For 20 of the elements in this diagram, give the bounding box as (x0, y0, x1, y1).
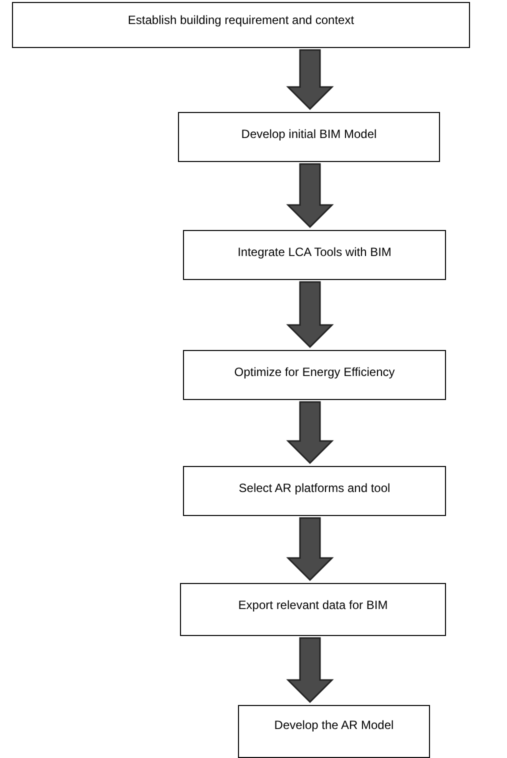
process-box (12, 2, 470, 48)
process-box (183, 230, 446, 280)
step-text: Integrate LCA Tools with BIM (238, 245, 392, 259)
block-arrow (286, 49, 334, 110)
block-arrow (286, 517, 334, 582)
process-box (238, 705, 430, 758)
process-box (183, 350, 446, 400)
block-arrow (286, 281, 334, 348)
process-box (180, 583, 446, 636)
block-arrow (286, 401, 334, 464)
step-text: Export relevant data for BIM (238, 598, 388, 612)
step-text: Optimize for Energy Efficiency (234, 365, 395, 379)
block-arrow (286, 637, 334, 704)
block-arrow (286, 163, 334, 228)
step-text: Select AR platforms and tool (238, 481, 390, 495)
step-text: Establish building requirement and context (128, 13, 354, 27)
step-text: Develop the AR Model (274, 718, 394, 732)
step-text: Develop initial BIM Model (241, 127, 377, 141)
process-box (183, 466, 446, 516)
process-box (178, 112, 440, 162)
